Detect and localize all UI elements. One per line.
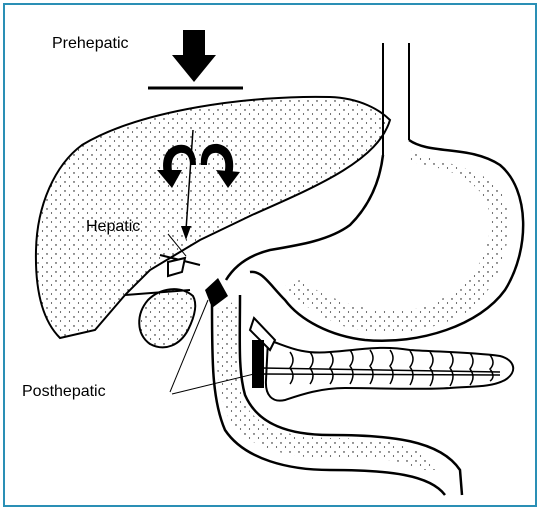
posthepatic-label: Posthepatic [22, 384, 106, 400]
prehepatic-arrow-icon [172, 30, 216, 82]
hepatic-duct-marker [168, 258, 185, 276]
esophagus [383, 43, 409, 155]
prehepatic-label: Prehepatic [52, 36, 129, 52]
gallbladder [139, 289, 195, 347]
posthepatic-block-upper [205, 278, 228, 308]
posthepatic-leader-2 [172, 372, 262, 394]
hepatic-label: Hepatic [86, 219, 140, 235]
posthepatic-block-lower [252, 340, 264, 388]
